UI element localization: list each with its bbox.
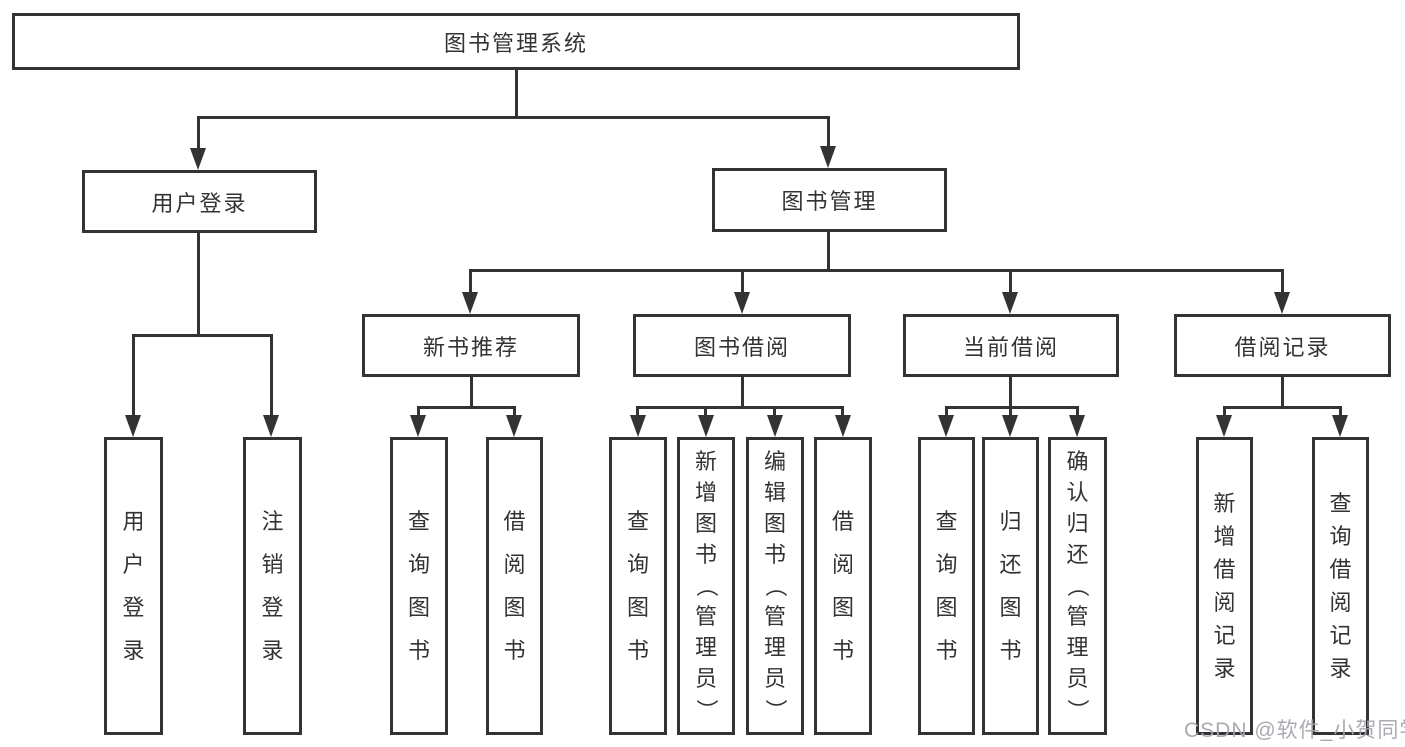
- arrowhead-bb-edit: [767, 415, 783, 437]
- node-label-vertical: 归还图书: [999, 508, 1022, 663]
- connector-drop-book-borrow: [741, 269, 744, 294]
- connector-bookmgmt-stem: [827, 232, 830, 272]
- connector-drop-new-books: [469, 269, 472, 294]
- connector-drop-leaf-logout: [270, 334, 273, 417]
- connector-drop-book-mgmt: [827, 116, 830, 148]
- connector-drop-bb-borrow: [841, 406, 844, 418]
- node-label-vertical: 编辑图书（管理员）: [762, 449, 788, 722]
- connector-drop-bb-edit: [773, 406, 776, 418]
- node-leaf-br-add-record: 新增借阅记录: [1196, 437, 1253, 735]
- node-label: 图书借阅: [693, 334, 790, 360]
- connector-currentborrow-stem: [1009, 377, 1012, 409]
- connector-drop-br-query: [1339, 406, 1342, 418]
- node-leaf-bb-edit-books-admin: 编辑图书（管理员）: [746, 437, 804, 735]
- connector-borrowrecords-stem: [1281, 377, 1284, 409]
- connector-drop-bb-add: [704, 406, 707, 418]
- arrowhead-new-books: [462, 292, 478, 314]
- node-borrowing-records: 借阅记录: [1174, 314, 1391, 377]
- connector-bookmgmt-bar: [469, 269, 1284, 272]
- node-library-management-system: 图书管理系统: [12, 13, 1020, 70]
- arrowhead-cb-query: [938, 415, 954, 437]
- arrowhead-leaf-user-login: [125, 415, 141, 437]
- arrowhead-nb-query: [410, 415, 426, 437]
- connector-userlogin-bar: [132, 334, 273, 337]
- connector-drop-user-login: [197, 116, 200, 150]
- node-leaf-logout: 注销登录: [243, 437, 302, 735]
- connector-drop-current-borrow: [1009, 269, 1012, 294]
- node-new-book-recommend: 新书推荐: [362, 314, 580, 377]
- connector-bookborrow-bar: [636, 406, 844, 409]
- node-label: 新书推荐: [422, 334, 519, 360]
- arrowhead-book-mgmt: [820, 146, 836, 168]
- node-leaf-user-login: 用户登录: [104, 437, 163, 735]
- node-label-vertical: 查询图书: [935, 508, 958, 663]
- connector-bookborrow-stem: [741, 377, 744, 409]
- node-label-vertical: 借阅图书: [831, 508, 854, 663]
- connector-drop-br-add: [1223, 406, 1226, 418]
- node-leaf-cb-confirm-return-admin: 确认归还（管理员）: [1048, 437, 1107, 735]
- arrowhead-br-add: [1216, 415, 1232, 437]
- node-label-vertical: 用户登录: [122, 508, 145, 663]
- connector-newbooks-stem: [470, 377, 473, 409]
- node-label-vertical: 查询图书: [407, 508, 430, 663]
- node-user-login: 用户登录: [82, 170, 317, 233]
- node-label: 图书管理: [781, 189, 878, 214]
- node-current-borrowing: 当前借阅: [903, 314, 1119, 377]
- node-book-management: 图书管理: [712, 168, 947, 232]
- node-label: 用户登录: [151, 190, 248, 216]
- arrowhead-leaf-logout: [263, 415, 279, 437]
- arrowhead-cb-return: [1002, 415, 1018, 437]
- connector-drop-leaf-user-login: [132, 334, 135, 417]
- arrowhead-nb-borrow: [506, 415, 522, 437]
- node-leaf-nb-query-books: 查询图书: [390, 437, 448, 735]
- arrowhead-br-query: [1332, 415, 1348, 437]
- arrowhead-borrow-records: [1274, 292, 1290, 314]
- node-label: 借阅记录: [1234, 334, 1331, 360]
- node-leaf-br-query-record: 查询借阅记录: [1312, 437, 1369, 735]
- arrowhead-bb-borrow: [835, 415, 851, 437]
- arrowhead-cb-confirm: [1069, 415, 1085, 437]
- connector-root-stem: [515, 70, 518, 119]
- node-leaf-bb-add-books-admin: 新增图书（管理员）: [677, 437, 735, 735]
- connector-userlogin-stem: [197, 233, 200, 337]
- connector-newbooks-bar: [417, 406, 516, 409]
- connector-drop-cb-confirm: [1076, 406, 1079, 418]
- connector-borrowrecords-bar: [1223, 406, 1342, 409]
- node-label-vertical: 确认归还（管理员）: [1065, 449, 1091, 722]
- arrowhead-current-borrow: [1002, 292, 1018, 314]
- connector-drop-bb-query: [636, 406, 639, 418]
- connector-drop-cb-query: [945, 406, 948, 418]
- node-label-vertical: 查询借阅记录: [1329, 490, 1352, 681]
- node-book-borrowing: 图书借阅: [633, 314, 851, 377]
- node-leaf-bb-borrow-books: 借阅图书: [814, 437, 872, 735]
- csdn-watermark: CSDN @软件_小贺同学: [1184, 719, 1405, 742]
- arrowhead-bb-add: [698, 415, 714, 437]
- node-label-vertical: 新增图书（管理员）: [693, 449, 719, 722]
- connector-drop-borrow-records: [1281, 269, 1284, 294]
- node-label-vertical: 新增借阅记录: [1213, 490, 1236, 681]
- connector-drop-nb-query: [417, 406, 420, 418]
- arrowhead-bb-query: [630, 415, 646, 437]
- connector-drop-cb-return: [1009, 406, 1012, 418]
- node-label: 当前借阅: [962, 334, 1059, 360]
- node-leaf-cb-query-books: 查询图书: [918, 437, 975, 735]
- node-label-vertical: 注销登录: [261, 508, 284, 663]
- connector-root-bar: [197, 116, 830, 119]
- node-leaf-cb-return-books: 归还图书: [982, 437, 1039, 735]
- node-label-vertical: 借阅图书: [503, 508, 526, 663]
- connector-currentborrow-bar: [945, 406, 1079, 409]
- node-label-vertical: 查询图书: [626, 508, 649, 663]
- node-leaf-bb-query-books: 查询图书: [609, 437, 667, 735]
- arrowhead-user-login: [190, 148, 206, 170]
- node-label: 图书管理系统: [443, 30, 588, 56]
- node-leaf-nb-borrow-books: 借阅图书: [486, 437, 543, 735]
- connector-drop-nb-borrow: [513, 406, 516, 418]
- arrowhead-book-borrow: [734, 292, 750, 314]
